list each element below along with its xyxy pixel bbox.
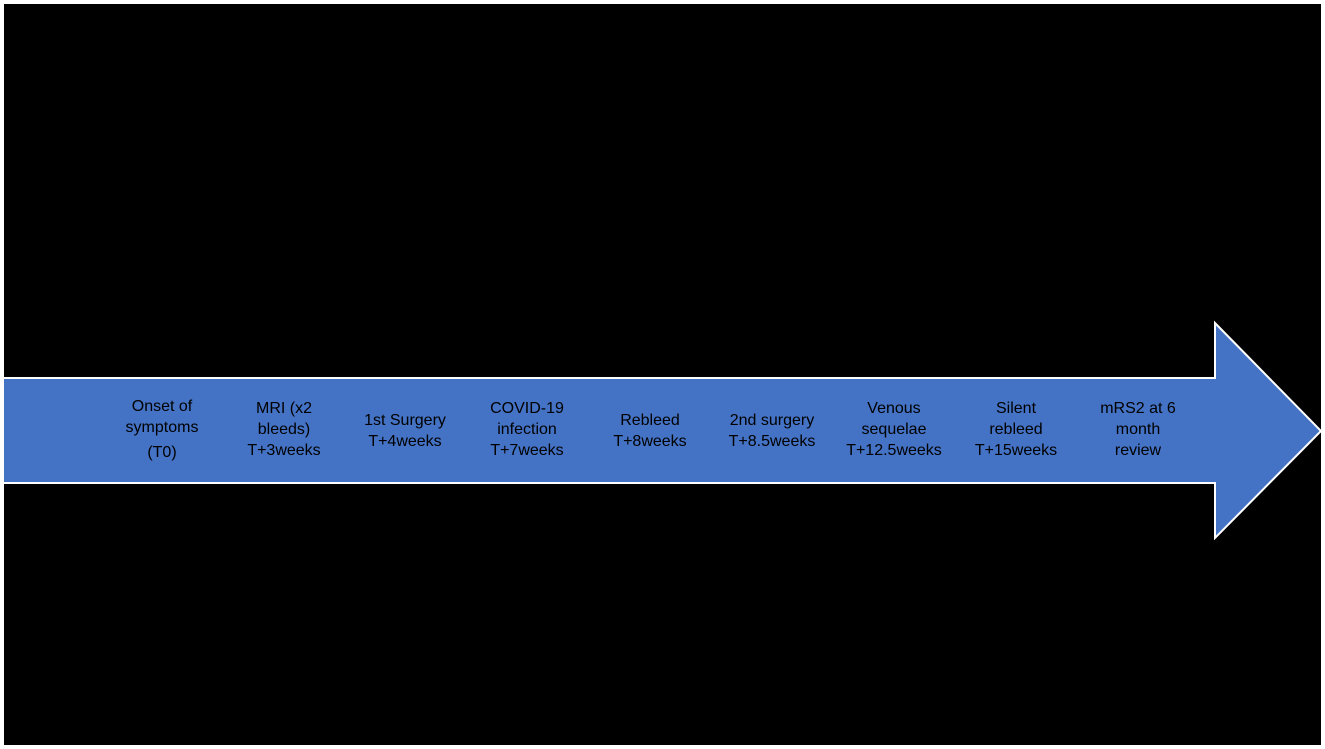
event-onset: Onset of symptoms (T0) xyxy=(92,396,232,463)
event-silent-rebleed: Silent rebleed T+15weeks xyxy=(946,398,1086,461)
event-mri-line-1: MRI (x2 xyxy=(256,400,312,417)
arrow-shape xyxy=(4,320,1321,541)
event-covid-line-3: T+7weeks xyxy=(490,442,564,459)
event-second-surgery-line-2: T+8.5weeks xyxy=(728,433,816,450)
event-rebleed: Rebleed T+8weeks xyxy=(580,410,720,452)
event-mri: MRI (x2 bleeds) T+3weeks xyxy=(214,398,354,461)
event-silent-rebleed-line-1: Silent xyxy=(995,400,1037,417)
event-second-surgery: 2nd surgery T+8.5weeks xyxy=(702,410,842,452)
event-silent-rebleed-line-2: rebleed xyxy=(989,421,1043,438)
event-onset-line-3: (T0) xyxy=(147,444,177,461)
event-venous-sequelae-line-3: T+12.5weeks xyxy=(846,442,942,459)
event-rebleed-line-1: Rebleed xyxy=(620,412,680,429)
timeline-diagram: Onset of symptoms (T0) MRI (x2 bleeds) T… xyxy=(4,4,1321,745)
event-venous-sequelae: Venous sequelae T+12.5weeks xyxy=(824,398,964,461)
timeline-arrow xyxy=(4,320,1321,541)
event-first-surgery: 1st Surgery T+4weeks xyxy=(335,410,475,452)
event-silent-rebleed-line-3: T+15weeks xyxy=(974,442,1058,459)
event-venous-sequelae-line-1: Venous xyxy=(867,400,921,417)
event-first-surgery-line-2: T+4weeks xyxy=(368,433,442,450)
event-first-surgery-line-1: 1st Surgery xyxy=(364,412,446,429)
event-mri-line-3: T+3weeks xyxy=(247,442,321,459)
event-mri-line-2: bleeds) xyxy=(257,421,311,438)
event-venous-sequelae-line-2: sequelae xyxy=(861,421,927,438)
event-covid-line-2: infection xyxy=(497,421,557,438)
event-covid-line-1: COVID-19 xyxy=(490,400,564,417)
event-onset-line-1: Onset of xyxy=(131,398,193,415)
event-onset-line-2: symptoms xyxy=(125,419,199,436)
event-covid: COVID-19 infection T+7weeks xyxy=(457,398,597,461)
event-mrs2-review: mRS2 at 6 month review xyxy=(1068,398,1208,461)
event-mrs2-review-line-1: mRS2 at 6 xyxy=(1100,400,1176,417)
event-mrs2-review-line-3: review xyxy=(1114,442,1162,459)
event-mrs2-review-line-2: month xyxy=(1115,421,1161,438)
event-second-surgery-line-1: 2nd surgery xyxy=(729,412,815,429)
event-rebleed-line-2: T+8weeks xyxy=(613,433,687,450)
